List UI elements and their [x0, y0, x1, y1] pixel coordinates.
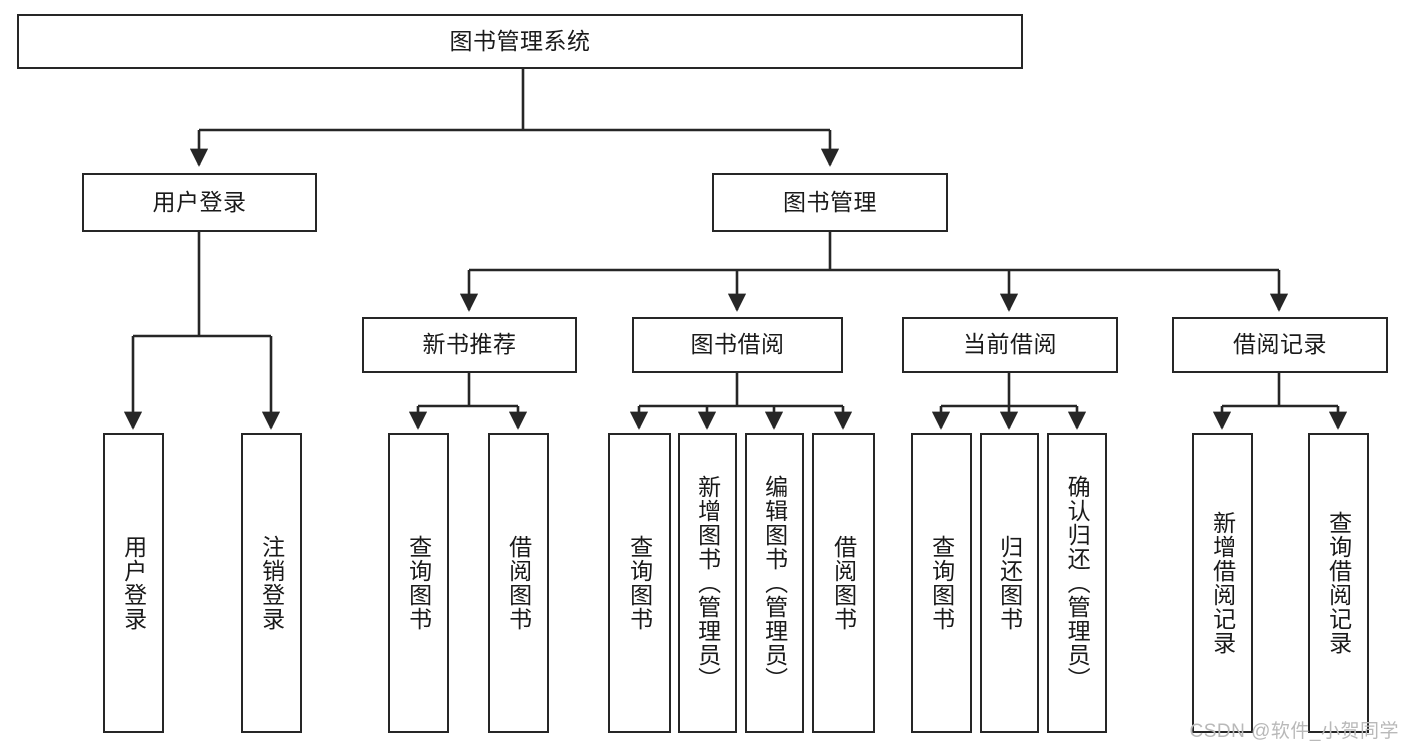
node-leaf-query-record[interactable]: 查询借阅记录 — [1308, 433, 1369, 733]
node-leaf-user-login[interactable]: 用户登录 — [103, 433, 164, 733]
node-leaf-add-record-label: 新增借阅记录 — [1209, 511, 1236, 655]
node-leaf-query-record-label: 查询借阅记录 — [1325, 511, 1352, 655]
node-leaf-borrow-book-2[interactable]: 借阅图书 — [812, 433, 875, 733]
node-leaf-add-book-label: 新增图书（管理员） — [694, 475, 721, 691]
watermark-text: CSDN @软件_小贺同学 — [1189, 721, 1399, 742]
node-borrow-record[interactable]: 借阅记录 — [1172, 317, 1388, 373]
node-root-label: 图书管理系统 — [449, 27, 591, 54]
node-leaf-confirm-return[interactable]: 确认归还（管理员） — [1047, 433, 1107, 733]
node-user-login-label: 用户登录 — [152, 188, 247, 215]
node-leaf-query-book-1[interactable]: 查询图书 — [388, 433, 449, 733]
node-leaf-query-book-3-label: 查询图书 — [928, 535, 955, 631]
node-current-borrow[interactable]: 当前借阅 — [902, 317, 1118, 373]
node-leaf-edit-book[interactable]: 编辑图书（管理员） — [745, 433, 804, 733]
node-leaf-return-book[interactable]: 归还图书 — [980, 433, 1039, 733]
node-leaf-add-book[interactable]: 新增图书（管理员） — [678, 433, 737, 733]
node-new-book-recommend[interactable]: 新书推荐 — [362, 317, 577, 373]
node-leaf-query-book-1-label: 查询图书 — [405, 535, 432, 631]
node-book-manage-label: 图书管理 — [783, 188, 877, 215]
node-root[interactable]: 图书管理系统 — [17, 14, 1023, 69]
node-leaf-query-book-3[interactable]: 查询图书 — [911, 433, 972, 733]
node-borrow-record-label: 借阅记录 — [1233, 331, 1327, 358]
node-user-login[interactable]: 用户登录 — [82, 173, 317, 232]
node-leaf-add-record[interactable]: 新增借阅记录 — [1192, 433, 1253, 733]
node-new-book-recommend-label: 新书推荐 — [422, 331, 517, 358]
node-book-borrow[interactable]: 图书借阅 — [632, 317, 843, 373]
node-leaf-query-book-2-label: 查询图书 — [626, 535, 653, 631]
node-leaf-borrow-book-1-label: 借阅图书 — [505, 535, 532, 631]
node-leaf-return-book-label: 归还图书 — [996, 535, 1023, 631]
node-book-manage[interactable]: 图书管理 — [712, 173, 948, 232]
node-leaf-edit-book-label: 编辑图书（管理员） — [761, 475, 788, 691]
node-leaf-confirm-return-label: 确认归还（管理员） — [1064, 475, 1091, 691]
node-leaf-query-book-2[interactable]: 查询图书 — [608, 433, 671, 733]
node-book-borrow-label: 图书借阅 — [690, 331, 785, 358]
node-leaf-logout-login-label: 注销登录 — [258, 535, 285, 631]
node-leaf-user-login-label: 用户登录 — [120, 535, 147, 631]
node-leaf-borrow-book-1[interactable]: 借阅图书 — [488, 433, 549, 733]
node-current-borrow-label: 当前借阅 — [963, 331, 1057, 358]
node-leaf-logout-login[interactable]: 注销登录 — [241, 433, 302, 733]
node-leaf-borrow-book-2-label: 借阅图书 — [830, 535, 857, 631]
